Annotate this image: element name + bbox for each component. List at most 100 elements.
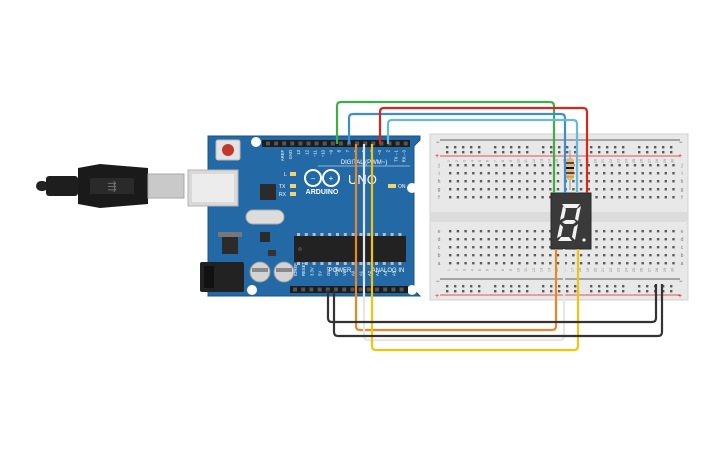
terminal-hole[interactable] — [656, 246, 660, 249]
rail-hole[interactable] — [662, 146, 665, 149]
terminal-hole[interactable] — [549, 262, 552, 265]
resistor[interactable] — [566, 150, 574, 190]
header-pin[interactable] — [301, 287, 306, 292]
rail-hole[interactable] — [606, 290, 609, 293]
terminal-hole[interactable] — [495, 172, 498, 175]
terminal-hole[interactable] — [641, 188, 644, 191]
terminal-hole[interactable] — [656, 238, 660, 241]
header-pin[interactable] — [306, 141, 311, 146]
terminal-hole[interactable] — [487, 196, 490, 199]
terminal-hole[interactable] — [641, 254, 644, 257]
terminal-hole[interactable] — [626, 246, 629, 249]
terminal-hole[interactable] — [572, 180, 575, 183]
terminal-hole[interactable] — [618, 172, 621, 175]
header-pin[interactable] — [309, 287, 314, 292]
terminal-hole[interactable] — [464, 238, 467, 241]
terminal-hole[interactable] — [641, 172, 644, 175]
terminal-hole[interactable] — [510, 246, 513, 249]
terminal-hole[interactable] — [518, 230, 521, 233]
terminal-hole[interactable] — [549, 254, 552, 257]
terminal-hole[interactable] — [579, 180, 583, 183]
terminal-hole[interactable] — [603, 230, 606, 233]
terminal-hole[interactable] — [549, 164, 552, 167]
terminal-hole[interactable] — [541, 262, 544, 265]
terminal-hole[interactable] — [587, 254, 590, 257]
terminal-hole[interactable] — [472, 230, 475, 233]
terminal-hole[interactable] — [656, 196, 660, 199]
terminal-hole[interactable] — [526, 230, 529, 233]
rail-hole[interactable] — [670, 285, 673, 288]
rail-hole[interactable] — [454, 285, 457, 288]
rail-hole[interactable] — [462, 151, 465, 154]
terminal-hole[interactable] — [603, 238, 606, 241]
terminal-hole[interactable] — [649, 230, 652, 233]
terminal-hole[interactable] — [533, 262, 537, 265]
rail-hole[interactable] — [558, 285, 561, 288]
rail-hole[interactable] — [526, 285, 529, 288]
terminal-hole[interactable] — [633, 196, 637, 199]
terminal-hole[interactable] — [549, 172, 552, 175]
rail-hole[interactable] — [622, 151, 625, 154]
terminal-hole[interactable] — [579, 164, 583, 167]
terminal-hole[interactable] — [672, 230, 675, 233]
terminal-hole[interactable] — [518, 164, 521, 167]
header-pin[interactable] — [334, 287, 338, 292]
rail-hole[interactable] — [502, 285, 505, 288]
terminal-hole[interactable] — [526, 172, 529, 175]
terminal-hole[interactable] — [449, 180, 452, 183]
terminal-hole[interactable] — [610, 230, 614, 233]
rail-hole[interactable] — [446, 285, 449, 288]
terminal-hole[interactable] — [579, 172, 583, 175]
terminal-hole[interactable] — [449, 238, 452, 241]
terminal-hole[interactable] — [610, 246, 614, 249]
header-pin[interactable] — [387, 141, 392, 146]
rail-hole[interactable] — [614, 146, 617, 149]
terminal-hole[interactable] — [472, 246, 475, 249]
rail-hole[interactable] — [574, 151, 577, 154]
header-pin[interactable] — [274, 141, 279, 146]
terminal-hole[interactable] — [649, 262, 652, 265]
terminal-hole[interactable] — [664, 164, 667, 167]
terminal-hole[interactable] — [603, 164, 606, 167]
terminal-hole[interactable] — [533, 164, 537, 167]
rail-hole[interactable] — [606, 146, 609, 149]
terminal-hole[interactable] — [502, 238, 506, 241]
wire-black-gnd[interactable] — [326, 284, 658, 324]
terminal-hole[interactable] — [649, 196, 652, 199]
terminal-hole[interactable] — [479, 180, 483, 183]
terminal-hole[interactable] — [541, 238, 544, 241]
terminal-hole[interactable] — [518, 172, 521, 175]
terminal-hole[interactable] — [618, 164, 621, 167]
terminal-hole[interactable] — [533, 230, 537, 233]
terminal-hole[interactable] — [456, 246, 460, 249]
terminal-hole[interactable] — [641, 238, 644, 241]
rail-hole[interactable] — [478, 290, 481, 293]
terminal-hole[interactable] — [556, 172, 560, 175]
rail-hole[interactable] — [646, 290, 649, 293]
terminal-hole[interactable] — [656, 262, 660, 265]
rail-hole[interactable] — [670, 146, 673, 149]
terminal-hole[interactable] — [533, 254, 537, 257]
header-pin[interactable] — [342, 287, 347, 292]
rail-hole[interactable] — [542, 290, 545, 293]
terminal-hole[interactable] — [510, 262, 513, 265]
terminal-hole[interactable] — [518, 188, 521, 191]
terminal-hole[interactable] — [649, 254, 652, 257]
terminal-hole[interactable] — [603, 254, 606, 257]
rail-hole[interactable] — [558, 151, 561, 154]
header-pin[interactable] — [338, 141, 343, 146]
terminal-hole[interactable] — [595, 188, 598, 191]
terminal-hole[interactable] — [603, 196, 606, 199]
header-pin[interactable] — [379, 141, 384, 146]
terminal-hole[interactable] — [549, 246, 552, 249]
rail-hole[interactable] — [454, 146, 457, 149]
wire-black-gnd[interactable] — [332, 284, 664, 338]
terminal-hole[interactable] — [449, 246, 452, 249]
rail-hole[interactable] — [446, 290, 449, 293]
rail-hole[interactable] — [494, 146, 497, 149]
rail-hole[interactable] — [622, 285, 625, 288]
terminal-hole[interactable] — [502, 196, 506, 199]
terminal-hole[interactable] — [449, 262, 452, 265]
header-pin[interactable] — [293, 287, 297, 292]
terminal-hole[interactable] — [618, 230, 621, 233]
